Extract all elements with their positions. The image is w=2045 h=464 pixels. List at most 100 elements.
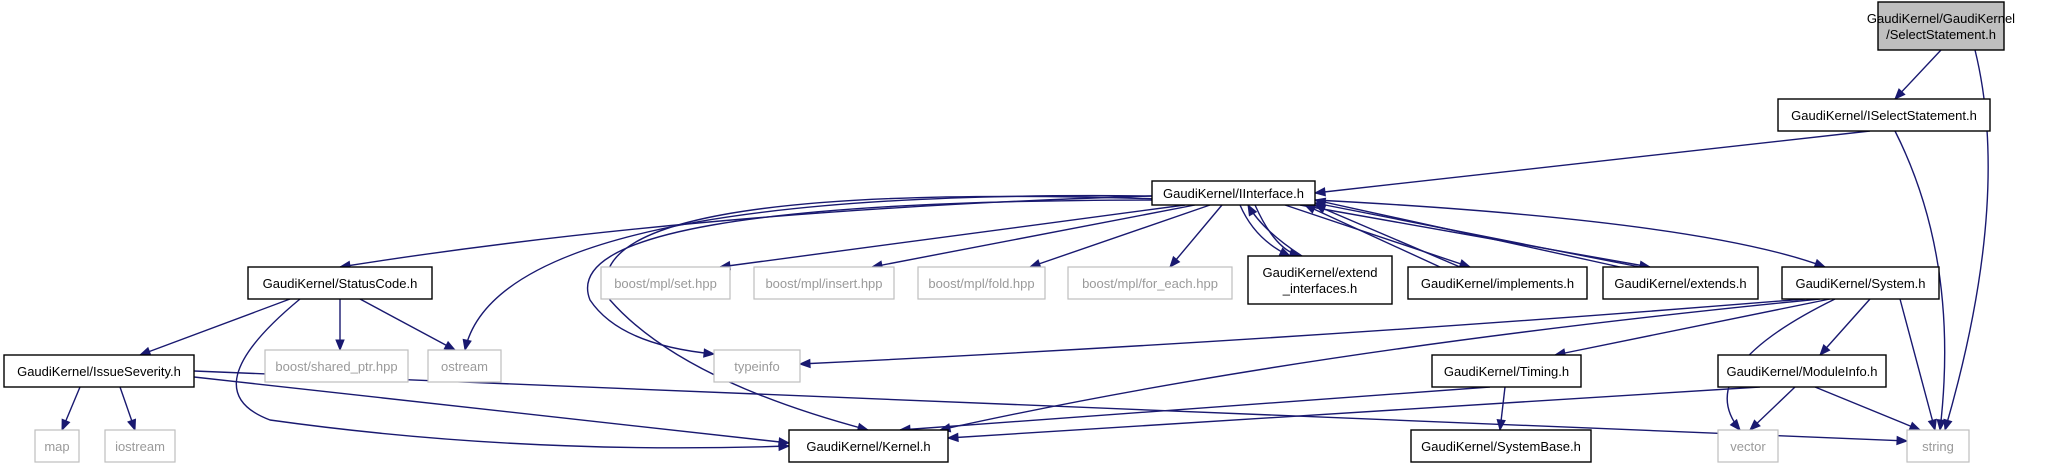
edge-issueseverity-28 xyxy=(193,376,790,444)
arrowhead-system-33 xyxy=(1729,418,1741,432)
edge-moduleinfo-40 xyxy=(1814,386,1921,431)
edge-statuscode-24 xyxy=(359,298,456,351)
node-systembase-label: GaudiKernel/SystemBase.h xyxy=(1421,439,1581,454)
node-ostream-box xyxy=(427,349,502,383)
node-boost-mpl-for-each-label: boost/mpl/for_each.hpp xyxy=(1082,276,1218,291)
edge-statuscode-22 xyxy=(139,298,291,356)
edge-system-34 xyxy=(1819,298,1871,356)
node-selectstatement[interactable]: GaudiKernel/GaudiKernel/SelectStatement.… xyxy=(1867,1,2015,51)
node-boost-mpl-insert-label: boost/mpl/insert.hpp xyxy=(765,276,882,291)
edge-system-30 xyxy=(799,298,1806,365)
node-map: map xyxy=(34,429,80,463)
arrowhead-iselectstatement-3 xyxy=(1936,419,1946,432)
node-statuscode-box xyxy=(247,266,433,300)
arrowhead-selectstatement-0 xyxy=(1894,88,1906,100)
node-layer: GaudiKernel/GaudiKernel/SelectStatement.… xyxy=(3,1,2015,463)
node-boost-mpl-fold-box xyxy=(917,266,1046,300)
arrowhead-moduleinfo-39 xyxy=(1749,419,1761,431)
node-boost-mpl-fold: boost/mpl/fold.hpp xyxy=(917,266,1046,300)
node-systembase[interactable]: GaudiKernel/SystemBase.h xyxy=(1410,429,1592,463)
node-implements[interactable]: GaudiKernel/implements.h xyxy=(1407,266,1588,300)
node-ostream: ostream xyxy=(427,349,502,383)
node-map-label: map xyxy=(44,439,69,454)
edge-implements-19 xyxy=(1304,204,1441,268)
node-moduleinfo[interactable]: GaudiKernel/ModuleInfo.h xyxy=(1717,354,1887,388)
edge-iselectstatement-2 xyxy=(1314,130,1871,194)
edge-layer xyxy=(61,49,1989,452)
edge-system-31 xyxy=(939,298,1821,431)
node-kernel[interactable]: GaudiKernel/Kernel.h xyxy=(788,429,949,463)
arrowhead-system-35 xyxy=(1927,418,1937,432)
node-typeinfo: typeinfo xyxy=(713,349,801,383)
node-moduleinfo-label: GaudiKernel/ModuleInfo.h xyxy=(1726,364,1877,379)
arrowhead-iinterface-5 xyxy=(462,338,472,352)
edge-implements-18 xyxy=(1314,204,1461,268)
node-typeinfo-label: typeinfo xyxy=(734,359,780,374)
node-boost-mpl-fold-label: boost/mpl/fold.hpp xyxy=(928,276,1034,291)
node-iinterface[interactable]: GaudiKernel/IInterface.h xyxy=(1151,180,1316,206)
node-selectstatement-box xyxy=(1877,1,2005,51)
edge-iinterface-10 xyxy=(1029,204,1211,268)
node-iostream: iostream xyxy=(104,429,176,463)
edge-timing-36 xyxy=(899,386,1491,431)
edge-iinterface-9 xyxy=(871,204,1196,268)
arrowhead-iselectstatement-2 xyxy=(1313,187,1326,197)
node-extends-label: GaudiKernel/extends.h xyxy=(1614,276,1746,291)
node-kernel-label: GaudiKernel/Kernel.h xyxy=(806,439,930,454)
node-extend-interfaces-box xyxy=(1247,255,1393,305)
node-implements-box xyxy=(1407,266,1588,300)
arrowhead-moduleinfo-40 xyxy=(1908,421,1922,431)
edge-iinterface-8 xyxy=(719,204,1186,268)
node-timing[interactable]: GaudiKernel/Timing.h xyxy=(1431,354,1582,388)
arrowhead-system-34 xyxy=(1819,344,1831,357)
arrowhead-system-30 xyxy=(798,358,811,369)
node-map-box xyxy=(34,429,80,463)
edge-selectstatement-1 xyxy=(1944,49,1989,431)
node-iinterface-label: GaudiKernel/IInterface.h xyxy=(1163,186,1304,201)
node-issueseverity[interactable]: GaudiKernel/IssueSeverity.h xyxy=(3,354,195,388)
node-iselectstatement[interactable]: GaudiKernel/ISelectStatement.h xyxy=(1777,98,1991,132)
arrowhead-selectstatement-1 xyxy=(1943,418,1953,432)
node-system[interactable]: GaudiKernel/System.h xyxy=(1781,266,1940,300)
arrowhead-iinterface-7 xyxy=(703,348,716,358)
arrowhead-statuscode-23 xyxy=(335,339,345,352)
edge-moduleinfo-38 xyxy=(947,386,1761,439)
node-system-box xyxy=(1781,266,1940,300)
edge-iinterface-15 xyxy=(1299,204,1651,268)
node-string-label: string xyxy=(1922,439,1954,454)
edge-iinterface-16 xyxy=(1314,199,1826,268)
node-string: string xyxy=(1906,429,1970,463)
node-implements-label: GaudiKernel/implements.h xyxy=(1421,276,1574,291)
arrowhead-iinterface-12 xyxy=(1278,247,1292,257)
arrowhead-issueseverity-26 xyxy=(61,418,71,432)
node-extend-interfaces[interactable]: GaudiKernel/extend_interfaces.h xyxy=(1247,255,1393,305)
edge-system-35 xyxy=(1899,298,1936,431)
node-vector: vector xyxy=(1717,429,1779,463)
edge-iinterface-4 xyxy=(339,195,1153,268)
arrowhead-extends-21 xyxy=(1313,197,1327,207)
node-vector-label: vector xyxy=(1730,439,1766,454)
edge-iinterface-6 xyxy=(605,195,1161,431)
edge-iinterface-14 xyxy=(1284,204,1471,268)
node-iselectstatement-label: GaudiKernel/ISelectStatement.h xyxy=(1791,108,1977,123)
node-iselectstatement-box xyxy=(1777,98,1991,132)
node-issueseverity-box xyxy=(3,354,195,388)
node-typeinfo-box xyxy=(713,349,801,383)
node-boost-mpl-set: boost/mpl/set.hpp xyxy=(600,266,731,300)
node-kernel-box xyxy=(788,429,949,463)
arrowhead-iinterface-10 xyxy=(1028,259,1042,269)
node-boost-mpl-insert: boost/mpl/insert.hpp xyxy=(753,266,895,300)
arrowhead-timing-37 xyxy=(1496,419,1506,432)
node-statuscode-label: GaudiKernel/StatusCode.h xyxy=(263,276,418,291)
node-system-label: GaudiKernel/System.h xyxy=(1795,276,1925,291)
edge-selectstatement-0 xyxy=(1894,49,1942,100)
node-extend-interfaces-label: _interfaces.h xyxy=(1282,281,1357,296)
node-moduleinfo-box xyxy=(1717,354,1887,388)
arrowhead-iinterface-11 xyxy=(1169,255,1181,269)
edge-iinterface-11 xyxy=(1169,204,1223,268)
node-statuscode[interactable]: GaudiKernel/StatusCode.h xyxy=(247,266,433,300)
node-extends[interactable]: GaudiKernel/extends.h xyxy=(1602,266,1759,300)
node-iinterface-box xyxy=(1151,180,1316,206)
node-timing-box xyxy=(1431,354,1582,388)
node-extends-box xyxy=(1602,266,1759,300)
